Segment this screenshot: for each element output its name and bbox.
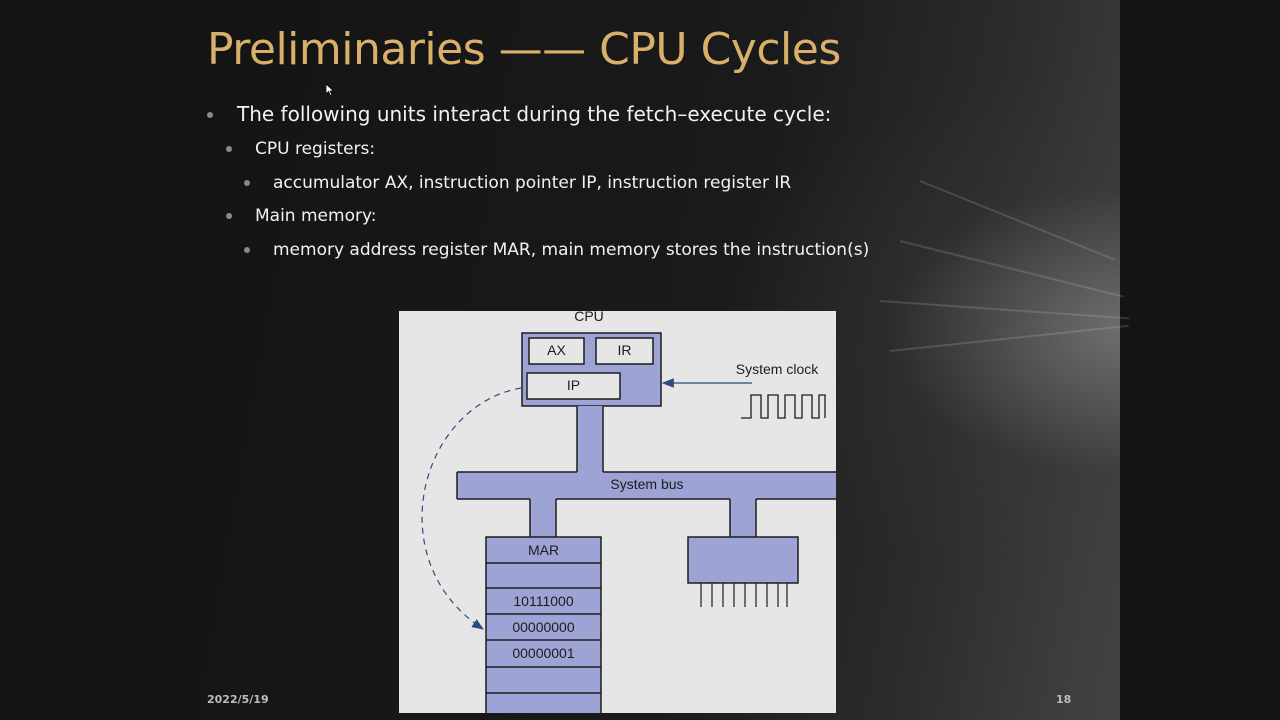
bullet-main-memory-detail: memory address register MAR, main memory…: [273, 240, 870, 260]
system-bus-label: System bus: [610, 476, 684, 492]
cpu-bus-stem: [577, 406, 603, 473]
io-device-pins: [700, 583, 788, 607]
cpu-memory-diagram: CPU AX IR IP System clock System bus MAR…: [399, 311, 836, 713]
bullet-dot: [207, 112, 213, 118]
mar-label: MAR: [527, 542, 560, 558]
footer-page-number: 18: [1056, 693, 1072, 706]
system-bus: [457, 472, 836, 499]
bullet-dot: [226, 146, 232, 152]
cpu-label: CPU: [574, 311, 604, 324]
bullet-main-memory: Main memory:: [255, 206, 377, 226]
mouse-pointer-icon: [326, 84, 334, 96]
register-ir-box: [595, 337, 654, 365]
memory-cell-3: 00000001: [512, 645, 575, 661]
diagram-shapes: [421, 332, 836, 713]
register-ip-box: [526, 372, 621, 400]
main-memory-box: [485, 536, 602, 713]
register-ax-box: [528, 337, 585, 365]
bullet-intro: The following units interact during the …: [237, 102, 832, 126]
bullet-cpu-registers: CPU registers:: [255, 139, 376, 159]
system-clock-label: System clock: [735, 361, 819, 377]
io-bus-stem: [730, 499, 756, 537]
memory-cell-2: 00000000: [512, 619, 575, 635]
io-device-box: [687, 536, 799, 584]
memory-cell-1: 10111000: [513, 593, 574, 609]
register-ax-label: AX: [547, 342, 566, 358]
register-ir-label: IR: [617, 342, 632, 358]
bullet-dot: [244, 180, 250, 186]
letterbox-right: [1120, 0, 1280, 720]
ip-to-memory-arrow: [421, 387, 522, 630]
bullet-cpu-registers-detail: accumulator AX, instruction pointer IP, …: [273, 173, 792, 193]
footer-date: 2022/5/19: [207, 693, 269, 706]
memory-bus-stem: [530, 499, 556, 537]
letterbox-left: [0, 0, 160, 720]
slide-title: Preliminaries —— CPU Cycles: [207, 24, 841, 75]
bullet-dot: [226, 213, 232, 219]
register-ip-label: IP: [566, 377, 581, 393]
clock-waveform: [741, 394, 826, 419]
bullet-dot: [244, 247, 250, 253]
